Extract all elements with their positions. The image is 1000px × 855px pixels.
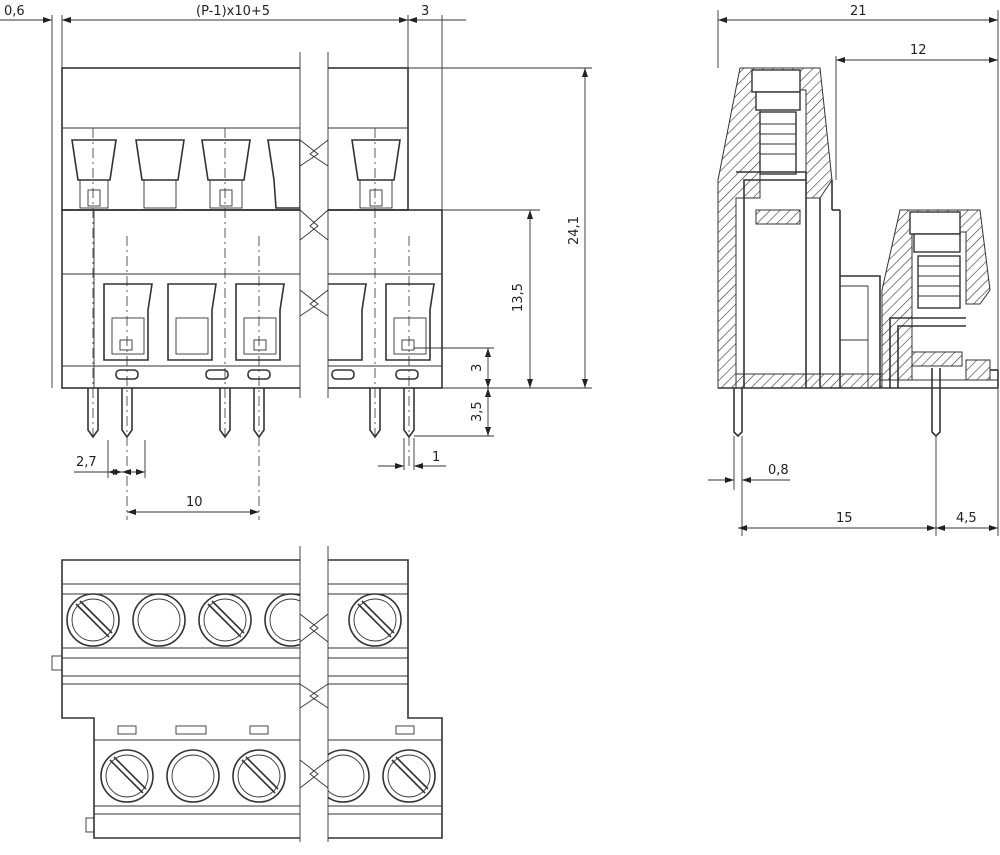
dim-21: 21 <box>850 4 867 19</box>
dim-24-1: 24,1 <box>567 216 582 245</box>
dim-4-5: 4,5 <box>956 511 977 526</box>
front-dimensions: 0,6 (P-1)x10+5 3 24,1 13,5 3 3,5 1 2,7 1… <box>0 4 592 515</box>
lower-screws <box>100 749 436 803</box>
dim-0-8: 0,8 <box>768 463 789 478</box>
dim-15: 15 <box>836 511 853 526</box>
dim-12: 12 <box>910 43 927 58</box>
side-dimensions: 21 12 0,8 15 4,5 <box>708 4 999 536</box>
dim-0-6: 0,6 <box>4 4 25 19</box>
upper-screws <box>66 593 402 647</box>
front-view <box>61 50 443 520</box>
dim-2-7: 2,7 <box>76 455 97 470</box>
break-band-bottom <box>299 544 329 844</box>
top-view <box>51 544 443 844</box>
dim-pitch-formula: (P-1)x10+5 <box>196 4 270 19</box>
slots <box>115 369 419 380</box>
pins <box>87 388 415 439</box>
dim-3-right: 3 <box>470 364 485 372</box>
dim-3-5: 3,5 <box>470 401 485 422</box>
center-lines <box>92 128 410 520</box>
break-band <box>299 50 329 400</box>
dim-13-5: 13,5 <box>511 283 526 312</box>
lower-cavities <box>103 283 435 361</box>
side-view <box>717 67 999 438</box>
dim-1: 1 <box>432 450 440 465</box>
upper-cavities <box>71 139 401 209</box>
dim-10: 10 <box>186 495 203 510</box>
dim-3-top: 3 <box>421 4 429 19</box>
